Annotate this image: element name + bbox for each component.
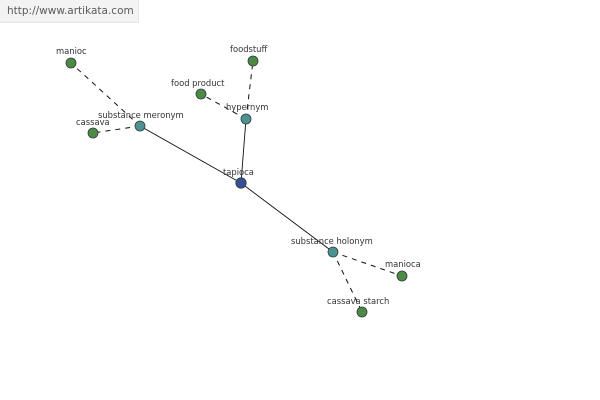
node-marker-hypernym[interactable] — [240, 113, 252, 125]
node-label-food-product[interactable]: food product — [171, 78, 225, 88]
edge-substance-holonym-to-manioca — [332, 251, 403, 277]
url-banner: http://www.artikata.com — [0, 0, 139, 23]
node-marker-cassava-starch[interactable] — [356, 306, 368, 318]
node-label-tapioca[interactable]: tapioca — [223, 167, 254, 177]
edge-substance-meronym-to-cassava — [92, 125, 141, 134]
node-manioca[interactable]: manioca — [385, 259, 421, 282]
node-label-substance-holonym[interactable]: substance holonym — [291, 236, 373, 246]
edge-tapioca-to-hypernym — [240, 118, 247, 184]
node-label-foodstuff[interactable]: foodstuff — [230, 44, 267, 54]
node-tapioca[interactable]: tapioca — [223, 167, 254, 189]
node-foodstuff[interactable]: foodstuff — [230, 44, 267, 67]
node-label-hypernym[interactable]: hypernym — [226, 102, 268, 112]
edge-tapioca-to-substance-meronym — [139, 125, 242, 184]
node-marker-substance-holonym[interactable] — [327, 246, 339, 258]
node-food-product[interactable]: food product — [171, 78, 225, 100]
node-marker-substance-meronym[interactable] — [134, 120, 146, 132]
node-marker-food-product[interactable] — [195, 88, 207, 100]
node-label-manioc[interactable]: manioc — [56, 46, 87, 56]
node-substance-meronym[interactable]: substance meronym — [98, 110, 184, 132]
node-label-manioca[interactable]: manioca — [385, 259, 421, 269]
node-cassava-starch[interactable]: cassava starch — [327, 296, 389, 318]
node-cassava[interactable]: cassava — [76, 117, 110, 139]
node-label-cassava-starch[interactable]: cassava starch — [327, 296, 389, 306]
node-hypernym[interactable]: hypernym — [226, 102, 268, 125]
edge-hypernym-to-food-product — [200, 93, 247, 120]
node-marker-manioc[interactable] — [65, 57, 77, 69]
site-url[interactable]: http://www.artikata.com — [7, 5, 134, 17]
node-marker-cassava[interactable] — [87, 127, 99, 139]
node-manioc[interactable]: manioc — [56, 46, 87, 69]
node-substance-holonym[interactable]: substance holonym — [291, 236, 373, 258]
node-marker-tapioca[interactable] — [235, 177, 247, 189]
node-marker-manioca[interactable] — [396, 270, 408, 282]
node-label-substance-meronym[interactable]: substance meronym — [98, 110, 184, 120]
node-marker-foodstuff[interactable] — [247, 55, 259, 67]
edge-tapioca-to-substance-holonym — [240, 182, 334, 253]
edge-substance-holonym-to-cassava-starch — [332, 251, 363, 313]
node-label-cassava[interactable]: cassava — [76, 117, 110, 127]
